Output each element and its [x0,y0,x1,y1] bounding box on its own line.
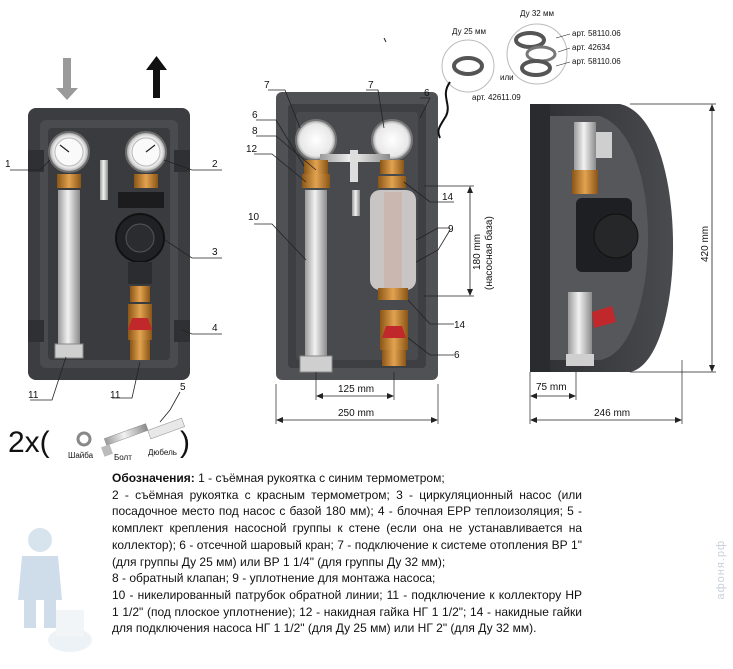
legend-line-3: 8 - обратный клапан; 9 - уплотнение для … [112,571,436,586]
washer-label: Шайба [68,451,94,460]
callout-1: 1 [5,159,11,170]
kit-close: ) [180,426,190,459]
legend-title: Обозначения: [112,471,195,485]
dowel-label: Дюбель [148,448,177,457]
legend-line-4: 10 - никелированный патрубок обратной ли… [112,587,582,636]
return-pipe-nickel [305,190,327,358]
gasket-art-32-1: арт. 58110.06 [572,29,621,38]
callout-11-left: 11 [28,390,39,401]
legend-line-1: Обозначения: 1 - съёмная рукоятка с сини… [112,470,582,487]
pump-body [118,192,164,208]
front-view [10,56,222,423]
middle-view [254,37,474,424]
dim-250: 250 mm [338,408,374,419]
callout-12: 12 [246,144,258,155]
callout-9: 9 [448,224,454,235]
return-pipe [58,190,80,345]
callout-7-right: 7 [368,80,374,91]
callout-14-top: 14 [442,192,454,203]
dim-125: 125 mm [338,384,374,395]
legend: Обозначения: 1 - съёмная рукоятка с сини… [112,470,582,637]
gasket-32-icon-c [520,59,552,77]
callout-10: 10 [248,212,260,223]
gaskets [437,23,571,139]
callout-14-bottom: 14 [454,320,466,331]
callout-6-left: 6 [252,110,258,121]
callout-8: 8 [252,126,258,137]
callout-3: 3 [212,247,218,258]
callout-11-right: 11 [110,390,121,401]
gasket-art-32-2: арт. 42634 [572,43,611,52]
washer-icon [76,431,92,447]
dim-420: 420 mm [700,226,711,262]
gasket-art-25: арт. 42611.09 [472,93,521,102]
bolt-label: Болт [114,453,132,462]
plumber-mascot-icon [18,528,92,652]
gasket-du25-label: Ду 25 мм [452,27,486,36]
inflow-arrow-icon [56,58,78,100]
callout-4: 4 [212,323,218,334]
dim-180-note: (насосная база) [483,216,495,290]
callout-2: 2 [212,159,218,170]
bolt-icon [103,423,149,446]
dim-246: 246 mm [594,408,630,419]
watermark: афоня.рф [715,540,727,600]
gasket-du32-label: Ду 32 мм [520,9,554,18]
dowel-icon [147,417,186,440]
callout-6-top-right: 6 [424,88,430,99]
mounting-kit: 2x( ) Шайба Болт Дюбель [8,417,190,462]
gasket-32-icon-a [514,31,546,49]
dim-75: 75 mm [536,382,567,393]
side-view [529,103,716,424]
dim-180: 180 mm [472,234,483,270]
callout-6-bottom: 6 [454,350,460,361]
callout-5: 5 [180,382,186,393]
gasket-or-label: или [500,73,514,82]
red-ball-valve-handle [128,318,152,330]
kit-multiplier: 2x( [8,426,50,459]
gasket-25-icon [452,56,484,76]
legend-line-2: 2 - съёмная рукоятка с красным термометр… [112,487,582,569]
gasket-art-32-3: арт. 58110.06 [572,57,621,66]
legend-item-1: 1 - съёмная рукоятка с синим термометром… [194,471,445,485]
callout-7-left: 7 [264,80,270,91]
outflow-arrow-icon [146,56,167,98]
